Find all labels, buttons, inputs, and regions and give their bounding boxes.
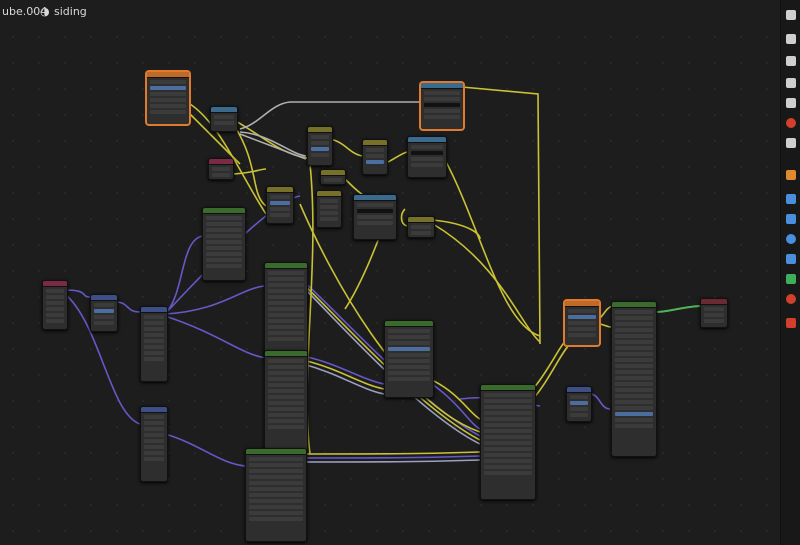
link-bevel-to-mapping xyxy=(114,301,141,313)
material-icon: ◑ xyxy=(40,5,50,18)
mix-shader-node-a[interactable] xyxy=(384,320,434,398)
object-icon[interactable] xyxy=(786,170,796,180)
separate-node[interactable] xyxy=(210,106,238,132)
mix-node-a[interactable] xyxy=(362,139,388,175)
color-ramp-node-b[interactable] xyxy=(353,194,397,240)
tool-settings-icon[interactable] xyxy=(786,10,796,20)
link-mapb-to-bsdf4 xyxy=(164,433,247,467)
bump-node-b[interactable] xyxy=(566,386,592,422)
link-map-to-bsdf1 xyxy=(164,235,204,315)
texture-coordinate-node[interactable] xyxy=(42,280,68,330)
color-ramp-node-a[interactable] xyxy=(407,136,447,178)
properties-tab-bar xyxy=(780,0,800,545)
object-breadcrumb[interactable]: ube.004 xyxy=(2,5,48,18)
bevel-node[interactable] xyxy=(90,294,118,332)
math-node-small[interactable] xyxy=(407,216,435,238)
material-icon[interactable] xyxy=(786,294,796,304)
node-links xyxy=(64,86,701,467)
noise-texture-node[interactable] xyxy=(208,158,234,180)
math-node[interactable] xyxy=(307,126,333,166)
principled-bsdf-node-2[interactable] xyxy=(264,262,308,360)
invert-node[interactable] xyxy=(320,169,346,185)
particles-icon[interactable] xyxy=(786,214,796,224)
scene-icon[interactable] xyxy=(786,98,796,108)
physics-icon[interactable] xyxy=(786,234,796,244)
mapping-node-b[interactable] xyxy=(140,406,168,482)
material-breadcrumb[interactable]: siding xyxy=(54,5,87,18)
link-map-to-bsdf2 xyxy=(164,285,265,315)
texture-icon[interactable] xyxy=(786,318,796,328)
link-coord-to-bevel xyxy=(64,289,91,298)
mix-shader-node-b[interactable] xyxy=(480,384,536,500)
breadcrumb-separator-icon: › xyxy=(30,5,35,18)
node-canvas[interactable] xyxy=(0,24,780,545)
material-output-node[interactable] xyxy=(700,298,728,328)
modifier-icon[interactable] xyxy=(786,194,796,204)
image-texture-node-top[interactable] xyxy=(146,71,190,125)
mapping-node-a[interactable] xyxy=(140,306,168,382)
world-icon[interactable] xyxy=(786,118,796,128)
principled-bsdf-node-4[interactable] xyxy=(245,448,307,542)
mix-node-b[interactable] xyxy=(316,190,342,228)
image-texture-node-selected[interactable] xyxy=(564,300,600,346)
principled-bsdf-node-3[interactable] xyxy=(264,350,308,452)
view-layer-icon[interactable] xyxy=(786,78,796,88)
bump-node[interactable] xyxy=(266,186,294,224)
link-map-to-bsdf3 xyxy=(164,315,267,359)
constraints-icon[interactable] xyxy=(786,254,796,264)
node-editor-header: ube.004 › ◑ siding xyxy=(0,0,780,24)
principled-bsdf-node-main[interactable] xyxy=(611,301,657,457)
principled-bsdf-node-1[interactable] xyxy=(202,207,246,281)
data-icon[interactable] xyxy=(786,274,796,284)
collection-icon[interactable] xyxy=(786,138,796,148)
link-coord-to-mapping-b xyxy=(64,293,141,425)
render-icon[interactable] xyxy=(786,34,796,44)
image-texture-node-diffuse[interactable] xyxy=(420,82,464,130)
output-icon[interactable] xyxy=(786,56,796,66)
